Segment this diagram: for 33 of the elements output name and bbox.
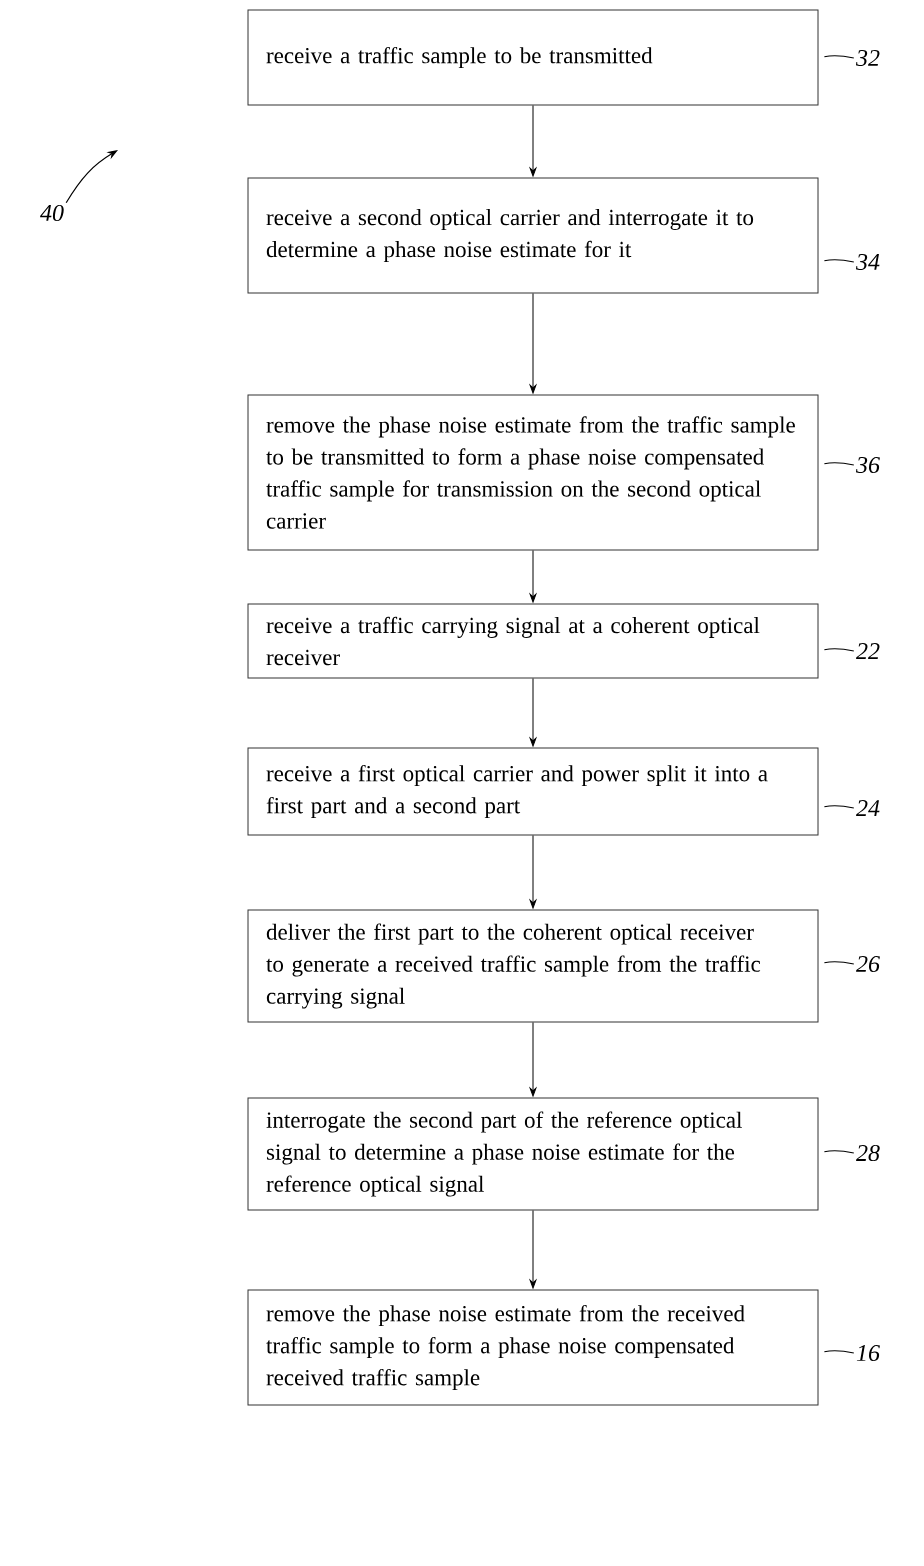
leader-line xyxy=(823,259,855,263)
process-box: interrogate the second part of the reference optical signal to determine a phase noise estimate for the reference optical signal xyxy=(247,1097,819,1211)
callout-number: 26 xyxy=(856,955,880,973)
arrow xyxy=(529,1022,537,1097)
leader-line xyxy=(823,55,855,59)
arrow xyxy=(529,678,537,747)
process-box: receive a traffic carrying signal at a coherent optical receiver xyxy=(247,603,819,679)
arrow xyxy=(529,105,537,177)
leader-line xyxy=(823,1350,855,1354)
callout-number: 34 xyxy=(856,253,880,271)
callout-number: 16 xyxy=(856,1344,880,1362)
arrow xyxy=(529,1210,537,1289)
process-box: receive a first optical carrier and power split it into a first part and a second part xyxy=(247,747,819,836)
callout-number: 32 xyxy=(856,49,880,67)
leader-line xyxy=(823,648,855,652)
leader-line xyxy=(823,961,855,965)
leader-line xyxy=(823,805,855,809)
arrow xyxy=(529,293,537,394)
callout-number: 24 xyxy=(856,800,880,816)
arrow xyxy=(529,835,537,909)
leader-line xyxy=(823,1150,855,1154)
callout-number: 28 xyxy=(856,1144,880,1162)
callout-number: 40 xyxy=(40,204,64,222)
leader-arrow xyxy=(65,150,118,204)
leader-line xyxy=(823,462,855,466)
process-box: deliver the first part to the coherent optical receiver to generate a received traffic sample from the traffic carrying signal xyxy=(247,909,819,1023)
process-box: receive a traffic sample to be transmitted xyxy=(247,9,819,106)
process-box: remove the phase noise estimate from the traffic sample to be transmitted to form a phase noise compensated traffic sample for transmission on the second optical carrier xyxy=(247,394,819,551)
callout-number: 22 xyxy=(856,643,880,659)
process-box: remove the phase noise estimate from the received traffic sample to form a phase noise compensated received traffic sample xyxy=(247,1289,819,1406)
process-box: receive a second optical carrier and interrogate it to determine a phase noise estimate for it xyxy=(247,177,819,294)
callout-number: 36 xyxy=(856,456,880,474)
arrow xyxy=(529,550,537,603)
